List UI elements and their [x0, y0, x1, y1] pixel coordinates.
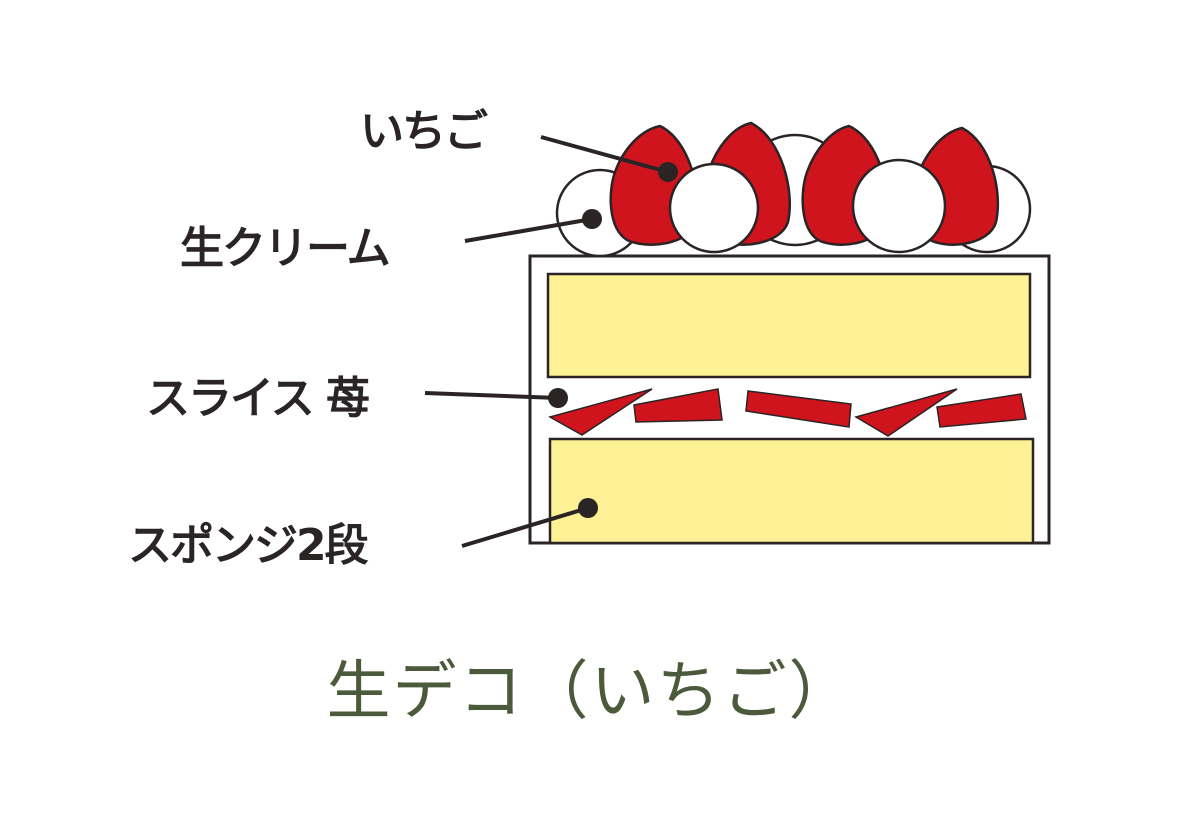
- cream-dollop: [853, 160, 945, 252]
- sponge-layer-bottom: [550, 439, 1033, 543]
- label-sponge: スポンジ2段: [128, 520, 369, 571]
- cream-dollop: [670, 164, 758, 252]
- pointer-dot-sliced-strawberry: [548, 388, 568, 408]
- sponge-layer-top: [548, 274, 1030, 377]
- topping: [557, 123, 1030, 256]
- label-cream: 生クリーム: [180, 223, 389, 274]
- pointer-dot-cream: [582, 209, 602, 229]
- label-strawberry: いちご: [360, 106, 488, 157]
- diagram-caption: 生デコ（いちご）: [0, 640, 1181, 732]
- pointer-dot-strawberry: [658, 162, 678, 182]
- pointer-dot-sponge: [578, 498, 598, 518]
- label-sliced-strawberry: スライス 苺: [146, 373, 369, 424]
